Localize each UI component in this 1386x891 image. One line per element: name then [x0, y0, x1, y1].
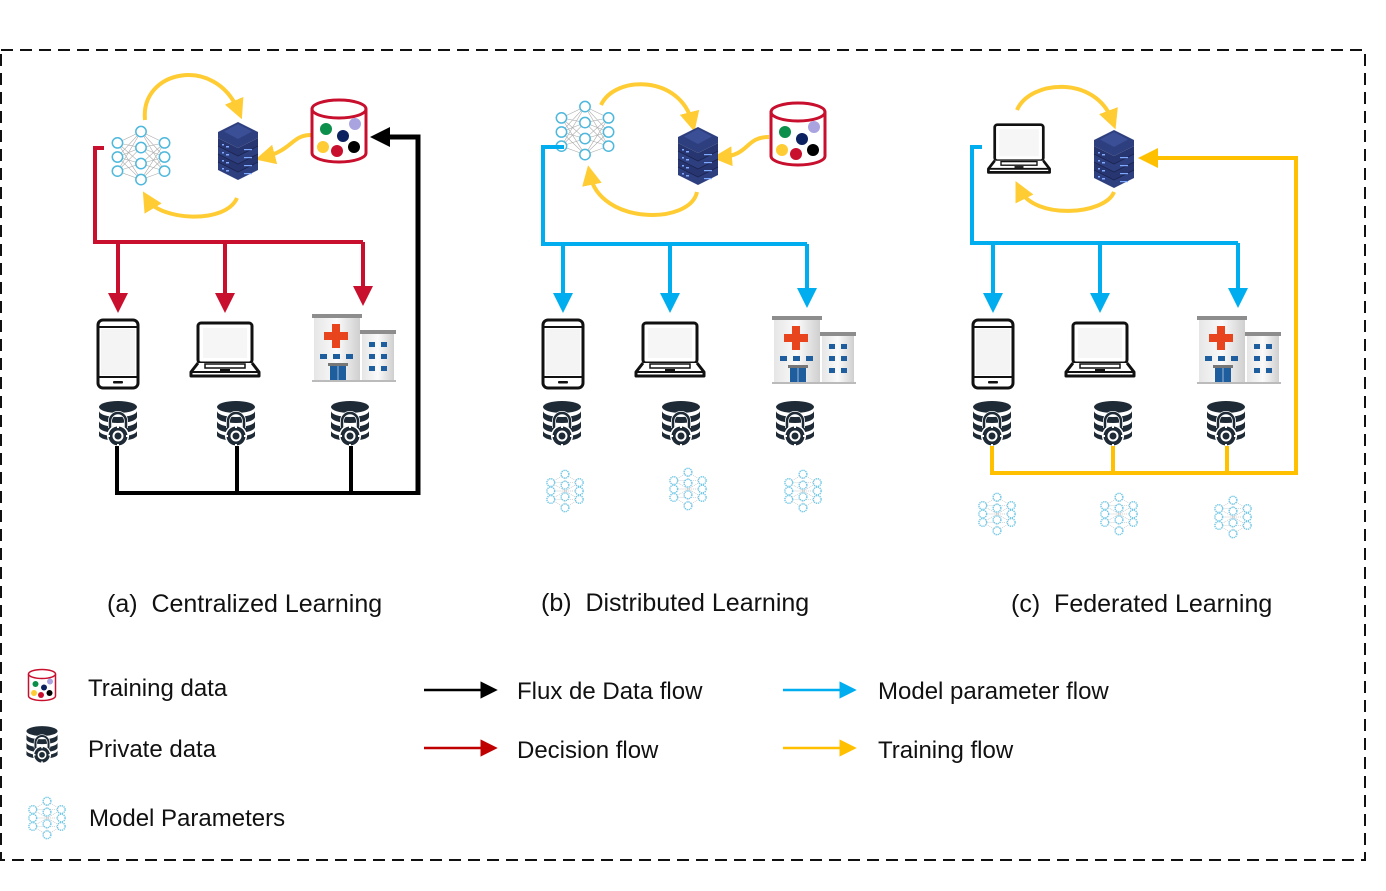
- caption-centralized: (a) Centralized Learning: [107, 590, 382, 618]
- training-loop-arrow-top: [142, 73, 244, 121]
- private-data-icon: [971, 400, 1013, 448]
- legend-training-flow-label: Training flow: [878, 737, 1014, 764]
- private-data-icon: [774, 400, 816, 448]
- hospital-icon: [771, 315, 857, 385]
- private-data-icon: [329, 400, 371, 448]
- caption-distributed: (b) Distributed Learning: [541, 589, 809, 617]
- smartphone-icon: [971, 318, 1015, 390]
- training-data-icon: [310, 98, 368, 164]
- training-flow-collector: [990, 446, 1296, 475]
- laptop-icon: [1064, 321, 1136, 378]
- legend-private-data-icon: [24, 724, 60, 766]
- legend-model-parameters-icon: [28, 796, 66, 840]
- model-parameters-icon: [1100, 492, 1138, 536]
- legend-training-data-icon: [27, 668, 57, 702]
- legend: Training data Private data Model Paramet…: [24, 668, 1109, 840]
- smartphone-icon: [541, 318, 585, 390]
- training-loop-arrow-top: [1015, 84, 1118, 130]
- model-param-flow-trunk: [541, 145, 807, 246]
- training-flow-return-arrow: [1138, 148, 1298, 475]
- model-parameters-icon: [784, 469, 822, 513]
- training-data-icon: [769, 101, 827, 167]
- private-data-icon: [215, 400, 257, 448]
- training-loop-arrow-bottom: [582, 165, 699, 217]
- legend-decision-flow-label: Decision flow: [517, 737, 659, 764]
- data-flow-collector: [115, 446, 418, 495]
- model-parameters-icon: [1214, 495, 1252, 539]
- decision-flow-trunk: [93, 146, 363, 244]
- private-data-icon: [660, 400, 702, 448]
- laptop-icon: [634, 321, 706, 378]
- private-data-icon: [541, 400, 583, 448]
- panel-federated-learning: (c) Federated Learning: [970, 84, 1298, 618]
- neural-network-icon: [555, 100, 615, 161]
- server-icon: [1093, 129, 1135, 189]
- private-data-icon: [1092, 400, 1134, 448]
- training-loop-arrow-bottom: [1015, 181, 1116, 213]
- model-parameters-icon: [669, 467, 707, 511]
- server-icon: [217, 121, 259, 181]
- outer-dashed-frame: [0, 49, 1366, 861]
- caption-federated: (c) Federated Learning: [1011, 590, 1272, 618]
- private-data-icon: [1205, 400, 1247, 448]
- legend-data-flow-label: Flux de Data flow: [517, 678, 703, 705]
- laptop-icon: [189, 321, 261, 378]
- hospital-icon: [1196, 315, 1282, 385]
- training-loop-arrow-top: [599, 82, 700, 132]
- legend-training-data-label: Training data: [88, 675, 228, 702]
- data-to-server-arrow: [712, 135, 770, 167]
- model-parameters-icon: [546, 469, 584, 513]
- data-flow-return-arrow: [370, 127, 421, 495]
- hospital-icon: [311, 313, 397, 383]
- model-parameters-icon: [978, 492, 1016, 536]
- legend-model-param-flow-label: Model parameter flow: [878, 678, 1109, 705]
- training-loop-arrow-bottom: [142, 191, 239, 219]
- legend-model-parameters-label: Model Parameters: [89, 805, 285, 832]
- laptop-icon: [987, 123, 1051, 174]
- smartphone-icon: [96, 318, 140, 390]
- legend-private-data-label: Private data: [88, 736, 217, 763]
- panel-distributed-learning: (b) Distributed Learning: [541, 82, 857, 617]
- neural-network-icon: [111, 125, 171, 186]
- private-data-icon: [97, 400, 139, 448]
- data-to-server-arrow: [255, 133, 312, 165]
- model-param-flow-trunk: [970, 145, 1238, 245]
- panel-centralized-learning: (a) Centralized Learning: [93, 73, 421, 618]
- server-icon: [677, 126, 719, 186]
